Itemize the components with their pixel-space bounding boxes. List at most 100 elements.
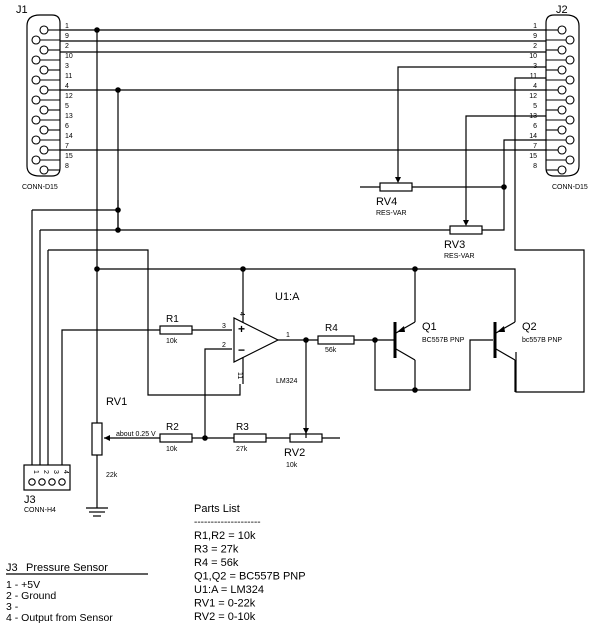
r2-value: 10k <box>166 446 178 453</box>
pot-rv2: RV2 10k <box>284 428 323 469</box>
voltage-annotation: about 0.25 V <box>116 431 156 438</box>
j1-pin <box>39 45 49 55</box>
parts-list-item: RV2 = 0-10k <box>194 611 256 623</box>
j2-pin-number: 6 <box>533 123 537 130</box>
j1-pin <box>31 115 41 125</box>
parts-list-item: U1:A = LM324 <box>194 584 264 596</box>
j2-pin-number: 14 <box>529 133 537 140</box>
pot-rv1: RV1 22k about 0.25 V <box>91 396 156 479</box>
j1-pin <box>39 25 49 35</box>
j2-pin <box>557 165 567 175</box>
j2-pin-number: 15 <box>529 153 537 160</box>
r4-value: 56k <box>325 347 337 354</box>
j1-pin <box>39 65 49 75</box>
parts-list-item: R3 = 27k <box>194 544 239 556</box>
j1-pin <box>39 85 49 95</box>
j2-type: CONN-D15 <box>552 184 588 191</box>
opamp-pin-minus: 2 <box>222 342 226 349</box>
opamp-pin-plus: 3 <box>222 323 226 330</box>
j3-body <box>23 464 71 491</box>
j1-pin-number: 1 <box>65 23 69 30</box>
r2-ref: R2 <box>166 422 179 433</box>
j1-pin-number: 10 <box>65 53 73 60</box>
opamp-pin-vcc: 4 <box>238 312 245 316</box>
opamp-u1a: + − 3 2 1 4 11 U1:A LM324 <box>222 291 300 385</box>
parts-list-rule: -------------------- <box>194 517 261 528</box>
j2-pin <box>557 85 567 95</box>
j1-ref: J1 <box>16 4 28 16</box>
j1-pin-number: 8 <box>65 163 69 170</box>
j1-pin-number: 15 <box>65 153 73 160</box>
opamp-body <box>233 317 280 363</box>
opamp-pin-out: 1 <box>286 332 290 339</box>
transistor-q1: Q1 BC557B PNP <box>393 321 465 361</box>
j1-pin-number: 14 <box>65 133 73 140</box>
j2-pin-number: 7 <box>533 143 537 150</box>
j1-pin <box>39 105 49 115</box>
opamp-part: LM324 <box>276 378 298 385</box>
opamp-minus-sign: − <box>238 343 245 357</box>
rv2-ref: RV2 <box>284 447 305 459</box>
j1-pin <box>39 165 49 175</box>
rv1-value: 22k <box>106 472 118 479</box>
rv4-ref: RV4 <box>376 196 397 208</box>
j2-pin-number: 9 <box>533 33 537 40</box>
r3-value: 27k <box>236 446 248 453</box>
j1-pin-number: 12 <box>65 93 73 100</box>
junctions <box>94 27 507 441</box>
r3-ref: R3 <box>236 422 249 433</box>
rv1-ref: RV1 <box>106 396 127 408</box>
rv3-type: RES-VAR <box>444 253 475 260</box>
sensor-legend-item: 1 - +5V <box>6 579 40 591</box>
sensor-legend-item: 4 - Output from Sensor <box>6 612 113 624</box>
resistor-r4: R4 56k <box>317 323 355 354</box>
j2-pin-number: 4 <box>533 83 537 90</box>
j2-pin-number: 2 <box>533 43 537 50</box>
j2-pin <box>565 55 575 65</box>
j3-pin-number: 1 <box>32 470 39 474</box>
j1-pin <box>39 125 49 135</box>
q2-ref: Q2 <box>522 321 537 333</box>
pot-rv3: RV3 RES-VAR <box>444 220 483 260</box>
j2-pin <box>565 95 575 105</box>
j3-pin-number: 4 <box>62 470 69 474</box>
sensor-legend-item: 2 - Ground <box>6 590 56 602</box>
parts-list-title: Parts List <box>194 503 240 515</box>
opamp-plus-sign: + <box>238 322 245 336</box>
j1-pin-number: 7 <box>65 143 69 150</box>
j1-pin <box>31 55 41 65</box>
j2-pin-number: 1 <box>533 23 537 30</box>
j2-pin <box>565 115 575 125</box>
parts-list: Parts List -------------------- R1,R2 = … <box>194 503 306 623</box>
j1-pin-number: 11 <box>65 73 72 80</box>
j3-pin <box>38 478 46 486</box>
j1-pin-number: 5 <box>65 103 69 110</box>
j2-pin <box>565 155 575 165</box>
ground-symbol <box>86 507 108 517</box>
sensor-legend-item: 3 - <box>6 601 19 613</box>
r4-ref: R4 <box>325 323 338 334</box>
j2-pin <box>557 25 567 35</box>
j1-pin <box>31 95 41 105</box>
j1-pin <box>31 35 41 45</box>
q2-part: bc557B PNP <box>522 337 562 344</box>
resistor-r2: R2 10k <box>159 422 193 453</box>
j1-pin <box>39 145 49 155</box>
j3-pin-number: 2 <box>42 470 49 474</box>
j3-type: CONN-H4 <box>24 507 56 514</box>
r1-value: 10k <box>166 338 178 345</box>
j1-pin-number: 13 <box>65 113 73 120</box>
j2-pin <box>557 65 567 75</box>
j2-pin <box>565 35 575 45</box>
resistor-r1: R1 10k <box>159 314 193 345</box>
j2-pin <box>565 75 575 85</box>
rv3-ref: RV3 <box>444 239 465 251</box>
j1-pin-number: 9 <box>65 33 69 40</box>
j1-pin-number: 4 <box>65 83 69 90</box>
j1-type: CONN-D15 <box>22 184 58 191</box>
sensor-legend-title: Pressure Sensor <box>26 562 108 574</box>
